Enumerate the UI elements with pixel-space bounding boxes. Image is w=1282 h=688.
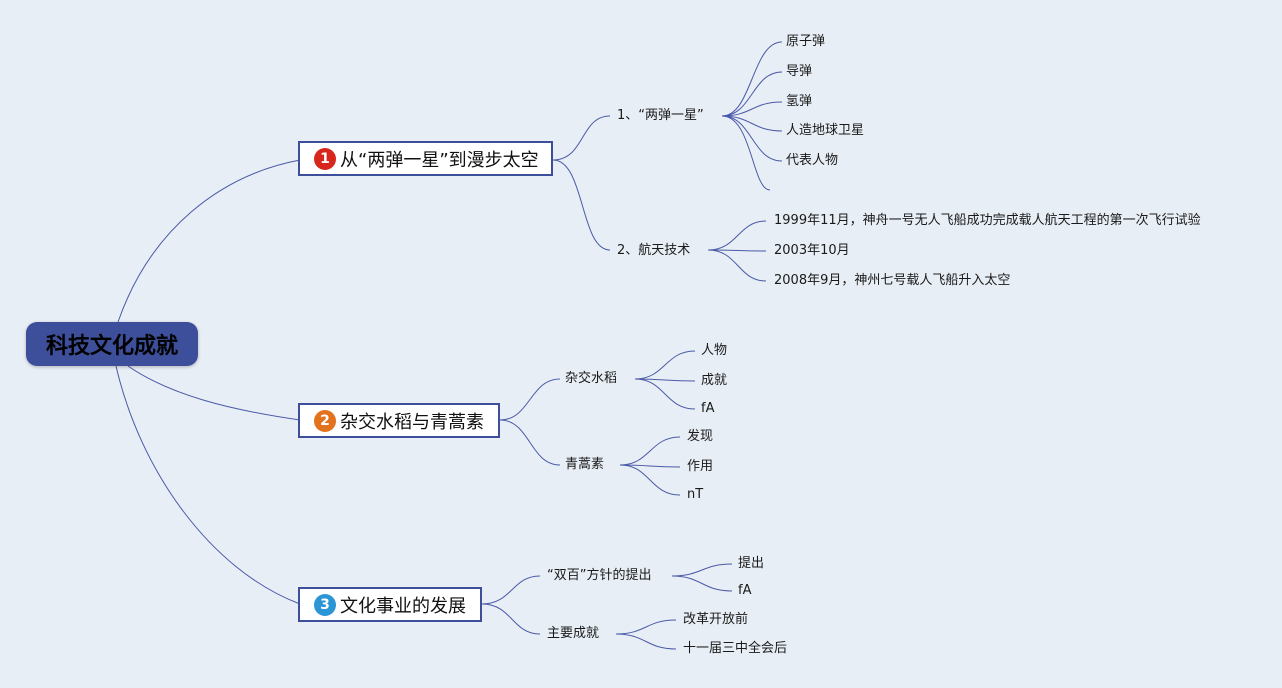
branch-node-1[interactable]: 1 从“两弹一星”到漫步太空 — [298, 141, 553, 176]
subtopic-discovery[interactable]: 发现 — [687, 429, 714, 444]
topic-two-bombs-one-satellite[interactable]: 1、“两弹一星” — [617, 108, 704, 123]
subtopic-people[interactable]: 人物 — [701, 343, 728, 358]
branch-label-1: 从“两弹一星”到漫步太空 — [340, 149, 539, 171]
number-badge-2: 2 — [314, 409, 336, 432]
subtopic-hydrogen-bomb[interactable]: 氢弹 — [786, 94, 813, 109]
subtopic-nt[interactable]: nT — [687, 487, 704, 502]
branch-label-3: 文化事业的发展 — [340, 595, 466, 617]
topic-hybrid-rice[interactable]: 杂交水稻 — [565, 371, 618, 386]
subtopic-achievements[interactable]: 成就 — [701, 373, 728, 388]
subtopic-missile[interactable]: 导弹 — [786, 64, 813, 79]
subtopic-proposed[interactable]: 提出 — [738, 556, 765, 571]
subtopic-2008[interactable]: 2008年9月，神州七号载人飞船升入太空 — [774, 273, 1011, 288]
subtopic-satellite[interactable]: 人造地球卫星 — [786, 123, 865, 138]
topic-double-hundred[interactable]: “双百”方针的提出 — [547, 568, 652, 583]
number-badge-3: 3 — [314, 593, 336, 616]
subtopic-representatives[interactable]: 代表人物 — [786, 153, 839, 168]
subtopic-after-plenum[interactable]: 十一届三中全会后 — [683, 641, 788, 656]
topic-main-achievements[interactable]: 主要成就 — [547, 626, 600, 641]
subtopic-fa[interactable]: fA — [701, 401, 715, 416]
subtopic-atomic-bomb[interactable]: 原子弹 — [786, 34, 826, 49]
subtopic-2003[interactable]: 2003年10月 — [774, 243, 850, 258]
subtopic-fa-2[interactable]: fA — [738, 583, 752, 598]
branch-node-2[interactable]: 2 杂交水稻与青蒿素 — [298, 403, 500, 438]
root-node[interactable]: 科技文化成就 — [26, 322, 198, 366]
branch-label-2: 杂交水稻与青蒿素 — [340, 411, 484, 433]
number-badge-1: 1 — [314, 147, 336, 170]
branch-node-3[interactable]: 3 文化事业的发展 — [298, 587, 482, 622]
topic-aerospace[interactable]: 2、航天技术 — [617, 243, 691, 258]
subtopic-effect[interactable]: 作用 — [687, 459, 714, 474]
subtopic-before-reform[interactable]: 改革开放前 — [683, 612, 749, 627]
topic-artemisinin[interactable]: 青蒿素 — [565, 457, 605, 472]
subtopic-1999[interactable]: 1999年11月，神舟一号无人飞船成功完成载人航天工程的第一次飞行试验 — [774, 213, 1201, 228]
root-label: 科技文化成就 — [45, 334, 178, 359]
